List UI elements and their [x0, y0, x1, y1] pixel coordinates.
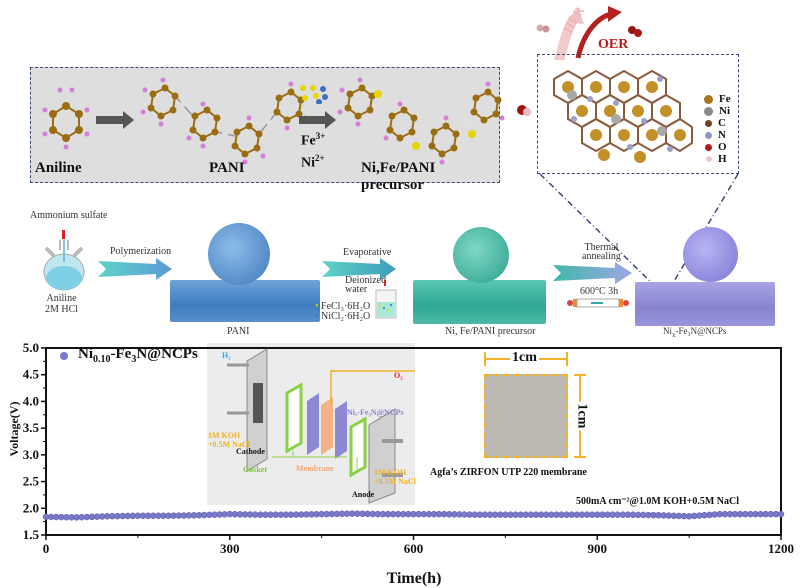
aniline-label: Aniline — [35, 160, 82, 176]
n-atom-icon — [705, 131, 712, 139]
legend-label: Ni0.10-Fe3N@NCPs — [78, 346, 198, 365]
pani-sample-image — [170, 280, 320, 322]
evaporative-label: Evaporative — [343, 247, 392, 258]
chart-legend: Ni0.10-Fe3N@NCPs — [60, 346, 198, 365]
y-tick-label: 5.0 — [23, 340, 39, 355]
beaker-icon — [375, 280, 397, 319]
x-axis-title: Time(h) — [387, 570, 442, 587]
anode-label: Anode — [352, 490, 375, 499]
height-label: 1cm — [573, 401, 590, 431]
y-tick-label: 2.5 — [23, 474, 40, 489]
width-label: 1cm — [510, 350, 539, 366]
c-atom-icon — [705, 119, 712, 127]
gasket-label: Gasket — [243, 465, 267, 474]
x-tick-label: 1200 — [768, 541, 794, 556]
x-tick-label: 900 — [588, 541, 608, 556]
x-tick-label: 300 — [220, 541, 240, 556]
metal-ions-icon — [300, 85, 328, 104]
product-sem-zoom — [683, 227, 738, 282]
flask-icon — [43, 230, 85, 291]
legend-marker-icon — [60, 351, 68, 360]
element-legend: Fe Ni C N O H — [704, 93, 731, 165]
y-tick-label: 1.5 — [23, 527, 40, 542]
h-atom-icon — [706, 156, 712, 162]
ammonium-sulfate-label: Ammonium sulfate — [30, 210, 108, 221]
legend-item-n: N — [704, 129, 731, 141]
y-tick-label: 4.0 — [23, 393, 39, 408]
membrane-label: Membrane — [296, 464, 334, 473]
product-sample-image — [635, 282, 775, 326]
electrolyzer-diagram — [227, 348, 415, 504]
arrow-icon — [96, 111, 134, 129]
y-axis-title: Voltage(V) — [7, 402, 21, 457]
x-tick-label: 600 — [404, 541, 424, 556]
data-series — [42, 510, 785, 521]
o-atom-icon — [705, 143, 712, 151]
data-point — [777, 510, 785, 518]
cathode-electrolyte-label: 1M KOH+0.5M NaCl — [208, 431, 250, 449]
legend-item-fe: Fe — [704, 93, 731, 105]
precursor-sem-zoom — [453, 227, 509, 283]
precursor-sample-label: Ni, Fe/PANI precursor — [445, 326, 536, 337]
x-tick-label: 0 — [43, 541, 50, 556]
y-tick-label: 3.5 — [23, 420, 40, 435]
arrow-icon — [299, 111, 336, 129]
water-molecule-icon — [517, 105, 531, 116]
pani-sem-zoom — [208, 223, 270, 285]
deionized-water-label: Deionized water — [345, 275, 387, 295]
y-tick-label: 3.0 — [23, 447, 39, 462]
legend-item-c: C — [704, 117, 731, 129]
h2-label: H₂ — [222, 351, 231, 360]
stability-chart: 0 300 600 900 1200 1.5 2.0 2.5 3.0 3.5 4.0 4.5 5.0 T… — [7, 340, 794, 587]
pani-molecule — [140, 77, 308, 165]
fe-atom-icon — [704, 94, 713, 104]
membrane-caption: Agfa’s ZIRFON UTP 220 membrane — [430, 467, 587, 478]
test-condition-annotation: 500mA cm⁻²@1.0M KOH+0.5M NaCl — [576, 496, 739, 507]
her-oer-arrows — [536, 6, 642, 60]
annealing-arrow-icon — [553, 262, 632, 284]
fe3n-lattice — [553, 69, 693, 163]
polymerization-arrow-icon — [98, 258, 172, 280]
y-tick-label: 2.0 — [23, 500, 39, 515]
pani-label: PANI — [209, 160, 245, 176]
catalyst-label: Niₓ-Fe₃N@NCPs — [347, 408, 404, 417]
anode-electrolyte-label: 1M KOH+0.5M NaCl — [374, 468, 416, 486]
product-sample-label: Nix-Fe₃N@NCPs — [663, 326, 727, 339]
polymerization-label: Polymerization — [110, 246, 172, 257]
aniline-molecule — [42, 87, 90, 150]
annealing-conditions-label: 600°C 3h — [580, 286, 619, 297]
pani-sample-label: PANI — [227, 326, 250, 337]
ion-labels: Fe3+ Ni2+ — [301, 131, 326, 171]
precursor-sample-image — [413, 280, 546, 324]
oer-label: OER — [598, 37, 629, 52]
tube-furnace-icon — [567, 298, 629, 308]
precursor-molecule — [337, 77, 505, 165]
axis-ticks: 0 300 600 900 1200 1.5 2.0 2.5 3.0 3.5 4.0 4.5 5.0 — [23, 340, 794, 556]
cathode-label: Cathode — [236, 447, 265, 456]
o2-label: O₂ — [394, 371, 403, 380]
legend-item-ni: Ni — [704, 105, 731, 117]
crystal-structure-panel: Fe Ni C N O H — [537, 54, 739, 174]
membrane-photo — [484, 374, 568, 458]
evaporative-arrow-icon — [322, 258, 396, 280]
synthesis-scheme-panel: Aniline PANI Fe3+ Ni2+ — [30, 67, 505, 193]
y-tick-label: 4.5 — [23, 367, 40, 382]
salt-list: • FeCl₃·6H₂O • NiCl₂·6H₂O — [315, 301, 371, 322]
legend-item-o: O — [704, 141, 731, 153]
precursor-label: Ni,Fe/PANI precursor — [361, 160, 436, 193]
ni-atom-icon — [704, 106, 713, 116]
legend-item-h: H — [704, 153, 731, 165]
